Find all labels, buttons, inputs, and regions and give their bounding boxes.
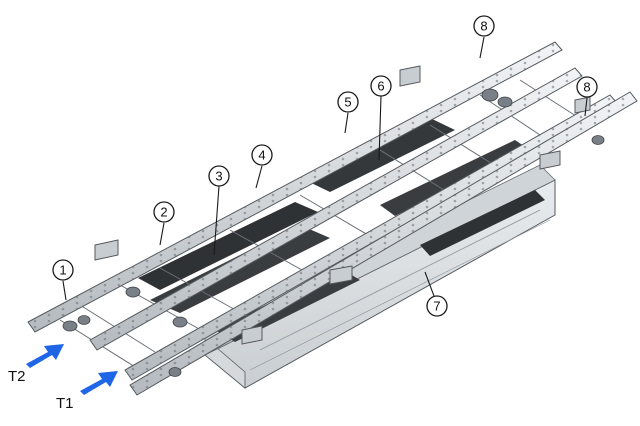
callout-7-label: 7 — [433, 299, 440, 314]
callout-2: 2 — [153, 201, 175, 223]
rollers — [62, 88, 605, 377]
callout-3: 3 — [208, 165, 230, 187]
t1-label: T1 — [56, 395, 74, 412]
callout-3-label: 3 — [215, 169, 222, 184]
mount-brackets — [94, 65, 591, 345]
callout-8-top-label: 8 — [480, 19, 487, 34]
rails — [27, 41, 638, 396]
callout-8-right: 8 — [576, 76, 598, 98]
t1-arrow: T1 — [56, 371, 118, 412]
callout-1: 1 — [52, 259, 74, 281]
base-frame — [204, 164, 556, 389]
t1-arrow-icon — [80, 371, 118, 395]
callout-5-label: 5 — [344, 95, 351, 110]
callout-5: 5 — [337, 91, 359, 113]
callout-6-label: 6 — [377, 79, 384, 94]
callout-7: 7 — [426, 295, 448, 317]
t2-arrow-icon — [26, 344, 64, 368]
callout-8-right-label: 8 — [583, 80, 590, 95]
leader-lines — [62, 36, 588, 301]
t2-label: T2 — [8, 368, 26, 385]
callout-4-label: 4 — [258, 148, 265, 163]
callout-1-label: 1 — [59, 263, 66, 278]
callout-6: 6 — [370, 75, 392, 97]
callout-8-top: 8 — [473, 15, 495, 37]
callout-2-label: 2 — [160, 205, 167, 220]
callout-4: 4 — [251, 144, 273, 166]
t2-arrow: T2 — [8, 344, 64, 385]
